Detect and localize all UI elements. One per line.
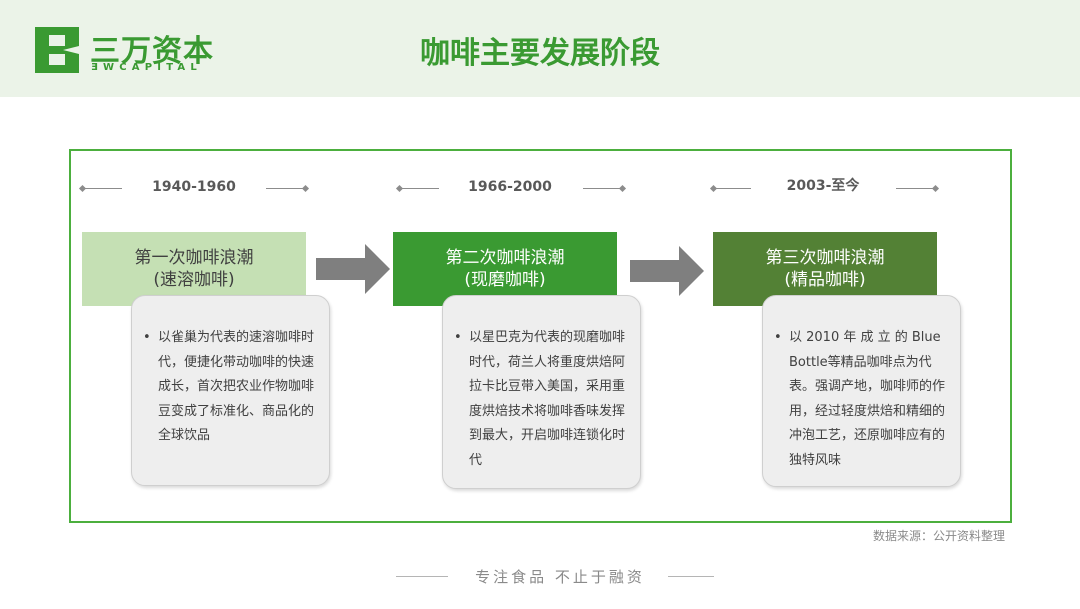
- period-marker-line: [401, 188, 439, 189]
- stage-title: 第一次咖啡浪潮: [134, 248, 254, 268]
- stage-description: 以雀巢为代表的速溶咖啡时代，便捷化带动咖啡的快速成长，首次把农业作物咖啡豆变成了…: [158, 330, 315, 443]
- period-marker-line: [266, 188, 304, 189]
- stage-description: 以 2010 年 成 立 的 Blue Bottle等精品咖啡点为代表。强调产地…: [789, 330, 946, 468]
- stage-subtitle: (现磨咖啡): [464, 270, 546, 290]
- stage-title-box: 第二次咖啡浪潮 (现磨咖啡): [393, 232, 617, 306]
- data-source-note: 数据来源：公开资料整理: [872, 529, 1005, 543]
- bullet-icon: •: [774, 330, 782, 345]
- timeline-frame: [69, 149, 1012, 523]
- footer-divider-right: [668, 576, 714, 577]
- period-label: 1940-1960: [152, 179, 236, 195]
- stage-title: 第三次咖啡浪潮: [765, 248, 885, 268]
- arrow-right-icon: [316, 244, 390, 294]
- arrow-right-icon: [630, 246, 704, 296]
- period-marker-line: [715, 188, 751, 189]
- stage-description-card: • 以 2010 年 成 立 的 Blue Bottle等精品咖啡点为代表。强调…: [762, 295, 961, 487]
- stage-description: 以星巴克为代表的现磨咖啡时代，荷兰人将重度烘焙阿拉卡比豆带入美国，采用重度烘焙技…: [469, 330, 626, 468]
- brand-name-en: ƎWCAPITAL: [91, 62, 202, 73]
- page-title: 咖啡主要发展阶段: [420, 36, 660, 71]
- stage-title: 第二次咖啡浪潮: [445, 248, 565, 268]
- stage-subtitle: (精品咖啡): [784, 270, 866, 290]
- bullet-icon: •: [143, 330, 151, 345]
- period-label: 2003-至今: [786, 178, 860, 194]
- brand-name-cn: 三万资本: [90, 34, 214, 69]
- stage-description-card: • 以星巴克为代表的现磨咖啡时代，荷兰人将重度烘焙阿拉卡比豆带入美国，采用重度烘…: [442, 295, 641, 489]
- stage-subtitle: (速溶咖啡): [153, 270, 235, 290]
- period-marker-line: [896, 188, 934, 189]
- period-marker-line: [84, 188, 122, 189]
- brand-logo-icon: [35, 27, 79, 73]
- header-bar: 三万资本 ƎWCAPITAL 咖啡主要发展阶段: [0, 0, 1080, 97]
- stage-description-card: • 以雀巢为代表的速溶咖啡时代，便捷化带动咖啡的快速成长，首次把农业作物咖啡豆变…: [131, 295, 330, 486]
- period-marker-line: [583, 188, 621, 189]
- stage-title-box: 第三次咖啡浪潮 (精品咖啡): [713, 232, 937, 306]
- stage-title-box: 第一次咖啡浪潮 (速溶咖啡): [82, 232, 306, 306]
- footer-slogan: 专注食品 不止于融资: [475, 568, 645, 586]
- bullet-icon: •: [454, 330, 462, 345]
- period-label: 1966-2000: [468, 179, 552, 195]
- footer-divider-left: [396, 576, 448, 577]
